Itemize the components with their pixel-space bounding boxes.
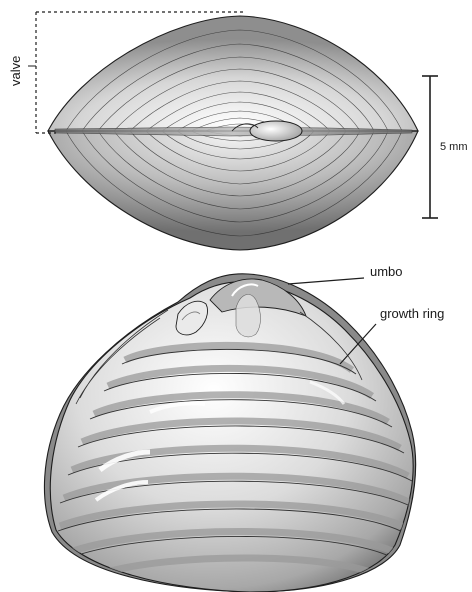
growth-ring-label: growth ring [380, 306, 444, 321]
valve-label: valve [8, 56, 23, 86]
scale-bar [422, 76, 438, 218]
side-view [44, 274, 416, 592]
top-umbo-bulge [250, 121, 302, 141]
top-view [48, 16, 418, 250]
scale-label: 5 mm [440, 141, 468, 153]
umbo-label: umbo [370, 264, 403, 279]
umbo-leader-line [288, 278, 364, 284]
